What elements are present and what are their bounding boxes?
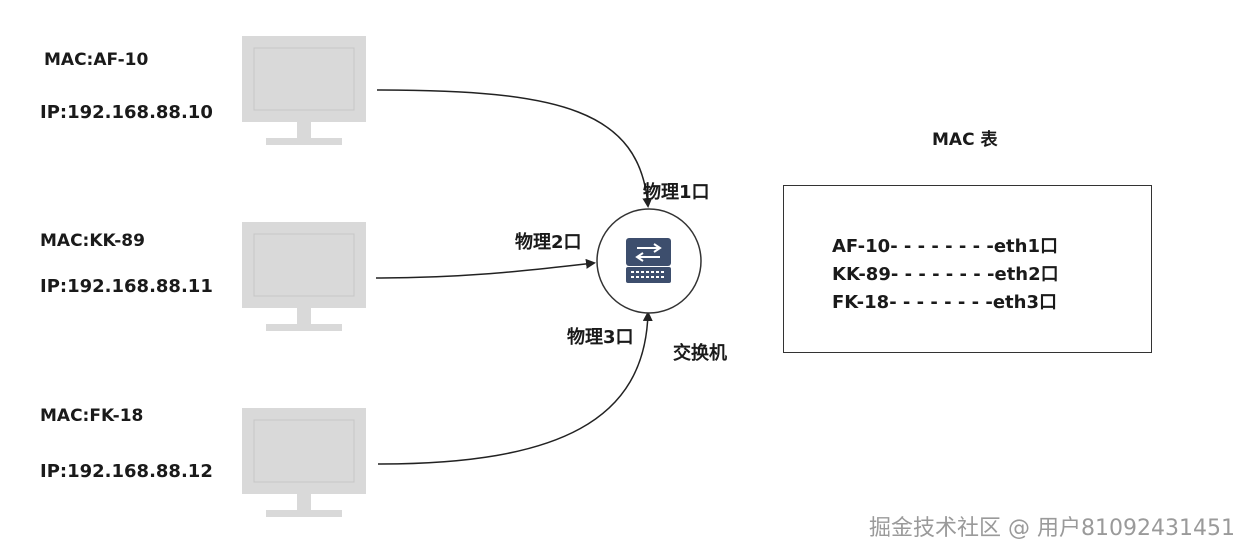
host3-mac-label: MAC:FK-18	[40, 406, 144, 426]
host2-mac-label: MAC:KK-89	[40, 231, 145, 251]
port1-label: 物理1口	[643, 182, 710, 203]
port2-label: 物理2口	[515, 232, 582, 253]
switch-label: 交换机	[673, 343, 727, 364]
mac-table-title: MAC 表	[932, 130, 998, 150]
mac-table-row: FK-18- - - - - - - -eth3口	[832, 292, 1057, 313]
mac-table-row: KK-89- - - - - - - -eth2口	[832, 264, 1059, 285]
monitor-icon	[242, 408, 366, 517]
host1-ip-label: IP:192.168.88.10	[40, 102, 213, 123]
port3-label: 物理3口	[567, 327, 634, 348]
monitor-icon	[242, 222, 366, 331]
mac-table-row: AF-10- - - - - - - -eth1口	[832, 236, 1058, 257]
watermark: 掘金技术社区 @ 用户81092431451	[869, 516, 1235, 541]
monitor-icon	[242, 36, 366, 145]
host2-ip-label: IP:192.168.88.11	[40, 276, 213, 297]
switch-icon	[596, 208, 702, 314]
mac-table: AF-10- - - - - - - -eth1口 KK-89- - - - -…	[783, 185, 1152, 353]
host3-ip-label: IP:192.168.88.12	[40, 461, 213, 482]
host1-mac-label: MAC:AF-10	[44, 50, 149, 70]
link-line-port2	[375, 258, 596, 279]
link-line-port1	[376, 89, 653, 208]
link-line-port3	[377, 311, 653, 465]
